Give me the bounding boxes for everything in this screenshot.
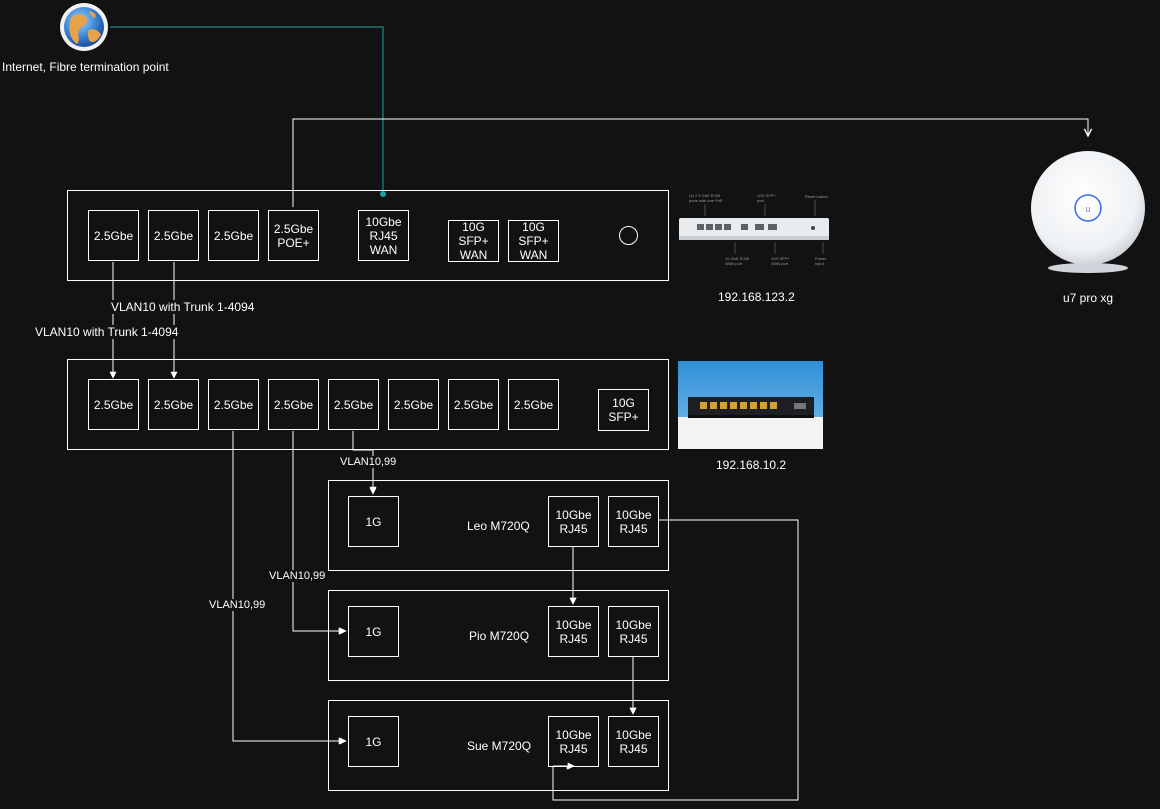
pio-link-line: [292, 431, 346, 635]
globe-icon: [60, 3, 108, 51]
switch-chassis: 2.5Gbe 2.5Gbe 2.5Gbe 2.5Gbe 2.5Gbe 2.5Gb…: [67, 359, 669, 450]
switch-device-image: [678, 361, 823, 449]
host-sue: 1G Sue M720Q 10Gbe RJ45 10Gbe RJ45: [328, 700, 669, 791]
router-port-4-poe[interactable]: 2.5Gbe POE+: [268, 210, 319, 261]
router-chassis: 2.5Gbe 2.5Gbe 2.5Gbe 2.5Gbe POE+ 10Gbe R…: [67, 190, 669, 281]
switch-port-7[interactable]: 2.5Gbe: [448, 379, 499, 430]
router-ip-label: 192.168.123.2: [718, 290, 795, 304]
callout-lan-ports: (4) 2.5 GbE RJ45 ports with one PoE: [689, 193, 723, 203]
switch-photo: [678, 361, 823, 449]
router-device-image: [679, 200, 829, 254]
leo-link-line: [352, 431, 377, 494]
switch-ip-label: 192.168.10.2: [716, 458, 787, 472]
vlan-label-pio: VLAN10,99: [268, 570, 327, 582]
host-leo-1g-port[interactable]: 1G: [348, 496, 399, 547]
switch-port-8[interactable]: 2.5Gbe: [508, 379, 559, 430]
host-pio: 1G Pio M720Q 10Gbe RJ45 10Gbe RJ45: [328, 590, 669, 681]
callout-wan-rj45: 10 GbE RJ45 WAN port: [725, 256, 750, 266]
host-pio-1g-port[interactable]: 1G: [348, 606, 399, 657]
switch-sfp-port[interactable]: 10G SFP+: [598, 389, 649, 431]
callout-sfp-port: 10G SFP+ port: [757, 193, 776, 203]
callout-power: Power input: [815, 256, 827, 266]
poe-link-line: [292, 118, 1088, 207]
svg-text:u: u: [1085, 204, 1090, 214]
wan-link-line: [110, 26, 384, 194]
switch-port-5[interactable]: 2.5Gbe: [328, 379, 379, 430]
host-leo-10g-port-1[interactable]: 10Gbe RJ45: [548, 496, 599, 547]
reset-button[interactable]: [619, 226, 638, 245]
internet-label: Internet, Fibre termination point: [2, 60, 169, 74]
host-sue-10g-port-2[interactable]: 10Gbe RJ45: [608, 716, 659, 767]
host-leo-10g-port-2[interactable]: 10Gbe RJ45: [608, 496, 659, 547]
router-wan-rj45-port[interactable]: 10Gbe RJ45 WAN: [358, 210, 409, 261]
switch-port-2[interactable]: 2.5Gbe: [148, 379, 199, 430]
trunk-label-1: VLAN10 with Trunk 1-4094: [110, 300, 256, 314]
host-sue-name: Sue M720Q: [467, 739, 532, 753]
router-port-1[interactable]: 2.5Gbe: [88, 210, 139, 261]
router-sfp-wan-port-1[interactable]: 10G SFP+ WAN: [448, 220, 499, 262]
switch-port-3[interactable]: 2.5Gbe: [208, 379, 259, 430]
sue-link-line: [232, 431, 346, 745]
access-point-label: u7 pro xg: [1063, 291, 1114, 305]
host-leo: 1G Leo M720Q 10Gbe RJ45 10Gbe RJ45: [328, 480, 669, 571]
vlan-label-sue: VLAN10,99: [208, 599, 267, 611]
host-pio-name: Pio M720Q: [469, 629, 530, 643]
host-leo-name: Leo M720Q: [467, 519, 530, 533]
switch-port-1[interactable]: 2.5Gbe: [88, 379, 139, 430]
switch-port-6[interactable]: 2.5Gbe: [388, 379, 439, 430]
router-sfp-wan-port-2[interactable]: 10G SFP+ WAN: [508, 220, 559, 262]
access-point-icon: u: [1031, 151, 1145, 273]
callout-reset: Reset button: [805, 194, 828, 199]
router-photo: (4) 2.5 GbE RJ45 ports with one PoE 10G …: [675, 190, 840, 270]
vlan-label-leo: VLAN10,99: [339, 456, 398, 468]
host-pio-10g-port-2[interactable]: 10Gbe RJ45: [608, 606, 659, 657]
host-sue-10g-port-1[interactable]: 10Gbe RJ45: [548, 716, 599, 767]
router-port-2[interactable]: 2.5Gbe: [148, 210, 199, 261]
host-pio-10g-port-1[interactable]: 10Gbe RJ45: [548, 606, 599, 657]
host-sue-1g-port[interactable]: 1G: [348, 716, 399, 767]
switch-port-4[interactable]: 2.5Gbe: [268, 379, 319, 430]
router-port-3[interactable]: 2.5Gbe: [208, 210, 259, 261]
callout-wan-sfp: 10G SFP+ WAN port: [771, 256, 790, 266]
trunk-label-2: VLAN10 with Trunk 1-4094: [34, 325, 180, 339]
router-callouts: (4) 2.5 GbE RJ45 ports with one PoE 10G …: [675, 190, 840, 270]
